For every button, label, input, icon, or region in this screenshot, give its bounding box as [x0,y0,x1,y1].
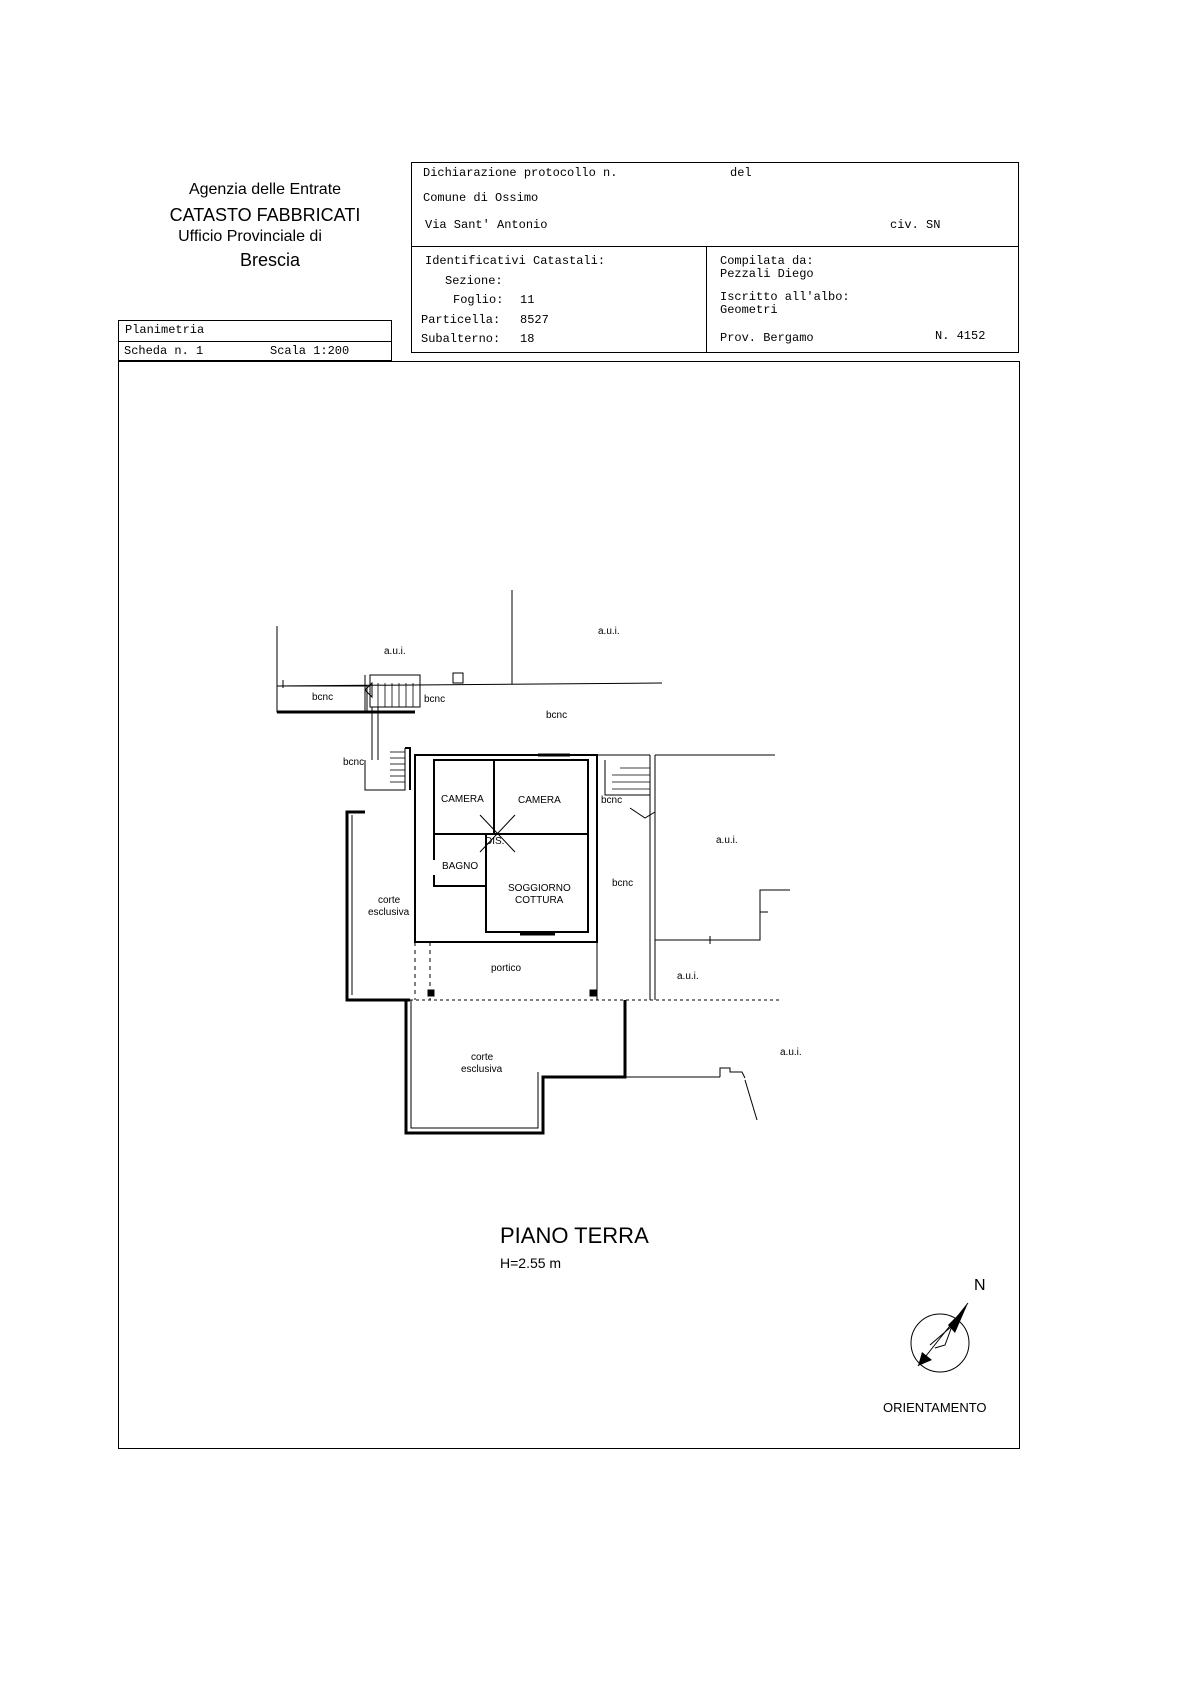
sheet-scale: Scala 1:200 [270,344,350,358]
label-soggiorno: SOGGIORNO [508,883,571,894]
registration-number: N. 4152 [935,329,986,343]
label-aui-top-left: a.u.i. [384,646,406,657]
identifiers-box [411,246,1019,353]
comune-label: Comune di Ossimo [423,191,539,205]
label-camera-1: CAMERA [441,794,484,805]
label-dis: DIS. [485,836,504,847]
label-aui-right: a.u.i. [716,835,738,846]
compass-icon [910,1302,970,1373]
label-bcnc-center: bcnc [546,710,567,721]
floor-height: H=2.55 m [500,1255,562,1271]
label-corte-1a: corte [378,895,401,906]
label-aui-top-right: a.u.i. [598,626,620,637]
label-corte-2b: esclusiva [461,1064,503,1075]
agency-name: Agenzia delle Entrate [188,181,342,198]
subalterno-label: Subalterno: [421,332,501,346]
foglio-value: 11 [520,293,535,307]
particella-value: 8527 [520,313,549,327]
label-bagno: BAGNO [442,861,478,872]
label-bcnc-corridor: bcnc [612,878,633,889]
label-aui-bottom-right: a.u.i. [780,1047,802,1058]
label-bcnc-stair: bcnc [424,694,445,705]
label-camera-2: CAMERA [518,795,561,806]
albo-value: Geometri [720,303,778,317]
label-bcnc-side: bcnc [343,757,364,768]
sheet-box [118,320,392,361]
label-corte-2a: corte [471,1052,494,1063]
label-corte-1b: esclusiva [368,907,410,918]
identifiers-title: Identificativi Catastali: [425,254,606,268]
protocol-label: Dichiarazione protocollo n. [423,166,618,180]
compiler-label: Compilata da: [720,254,814,268]
foglio-label: Foglio: [453,293,504,307]
civic-label: civ. SN [890,218,941,232]
province-label: Prov. Bergamo [720,331,814,345]
label-bcnc-right-stair: bcnc [601,795,622,806]
north-label: N [974,1277,986,1294]
office-label: Ufficio Provinciale di [178,228,322,245]
orientation-label: ORIENTAMENTO [883,1400,987,1415]
subalterno-value: 18 [520,332,535,346]
sezione-label: Sezione: [445,274,503,288]
sheet-number: Scheda n. 1 [124,344,204,358]
sheet-type: Planimetria [125,323,205,337]
identifiers-divider [706,246,707,353]
label-portico: portico [491,963,521,974]
sheet-divider [118,341,392,342]
date-label: del [730,166,752,180]
compiler-name: Pezzali Diego [720,267,814,281]
particella-label: Particella: [421,313,501,327]
catasto-title: CATASTO FABBRICATI [169,205,361,225]
floor-title: PIANO TERRA [500,1223,649,1248]
label-cottura: COTTURA [515,895,564,906]
label-aui-right-lower: a.u.i. [677,971,699,982]
office-city: Brescia [239,250,301,270]
address-label: Via Sant' Antonio [425,218,548,232]
label-bcnc-left: bcnc [312,692,333,703]
albo-label: Iscritto all'albo: [720,290,850,304]
drawing-frame [118,361,1020,1449]
